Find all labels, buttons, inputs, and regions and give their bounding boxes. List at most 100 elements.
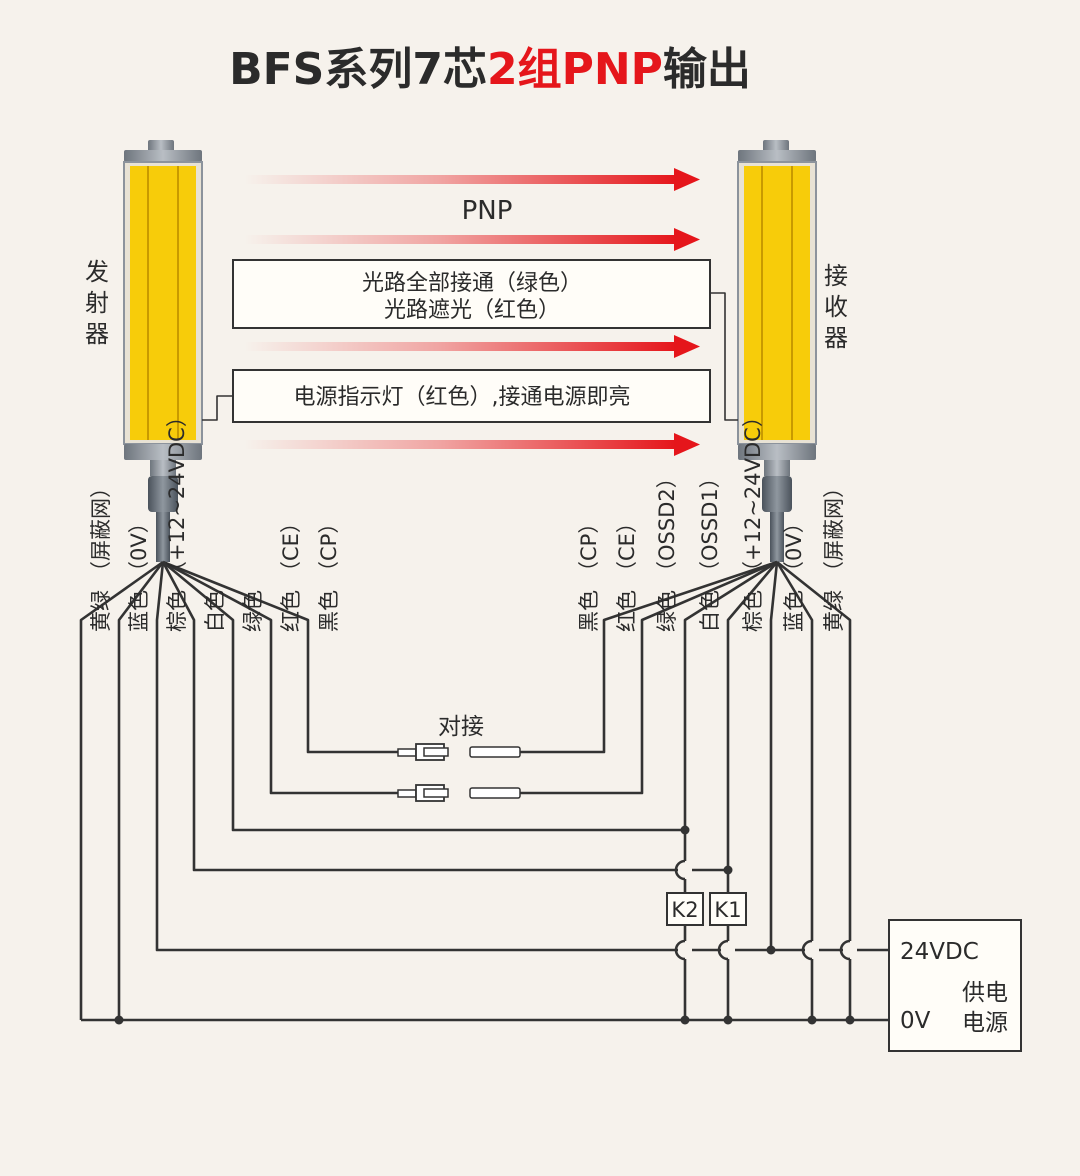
wire-color: 绿色 bbox=[655, 590, 679, 632]
receiver-cable bbox=[770, 512, 784, 562]
emitter-wire-label-3: 棕色 （+12~24VDC） bbox=[165, 406, 189, 632]
emitter-wire-label-2: 蓝色 （0V） bbox=[127, 512, 151, 632]
emitter-wire-white bbox=[161, 561, 728, 872]
emitter-wire-label-7: 黑色 （CP） bbox=[317, 513, 341, 632]
receiver-label-3: 器 bbox=[824, 324, 848, 352]
emitter-label-1: 发 bbox=[85, 258, 109, 286]
wire-color: 白色 bbox=[698, 590, 722, 632]
emitter-label-2: 射 bbox=[85, 289, 109, 317]
wire-signal: （0V） bbox=[782, 512, 806, 582]
emitter-wire-shield bbox=[79, 560, 164, 1020]
receiver-connector bbox=[762, 476, 792, 512]
wire-color: 蓝色 bbox=[127, 590, 151, 632]
receiver-wire-label-6: 蓝色 （0V） bbox=[782, 512, 806, 632]
beam-arrow-1 bbox=[244, 175, 676, 184]
receiver-label-2: 收 bbox=[824, 293, 848, 321]
emitter-connector bbox=[148, 476, 178, 512]
receiver-wire-label-4: 白色 （OSSD1） bbox=[698, 467, 722, 632]
title-part-1: BFS系列7芯 bbox=[229, 44, 487, 95]
wire-signal: （OSSD1） bbox=[698, 467, 722, 582]
power-indicator-text: 电源指示灯（红色）,接通电源即亮 bbox=[294, 385, 631, 410]
wire-color: 绿色 bbox=[241, 590, 265, 632]
status-line-1: 光路全部接通（绿色） bbox=[362, 271, 582, 296]
receiver-top-cap bbox=[763, 140, 789, 152]
beam-arrow-4 bbox=[244, 440, 676, 449]
emitter-wire-label-4: 白色 bbox=[203, 590, 227, 632]
wire-signal: （屏蔽网） bbox=[822, 477, 846, 582]
receiver-label-1: 接 bbox=[824, 262, 848, 290]
page-title: BFS系列7芯2组PNP输出 bbox=[229, 44, 751, 95]
emitter-lens bbox=[130, 166, 196, 440]
emitter-label-3: 器 bbox=[85, 320, 109, 348]
wire-signal: （0V） bbox=[127, 512, 151, 582]
receiver-wire-label-2: 红色（CE） bbox=[615, 512, 639, 632]
crossover-hops bbox=[674, 859, 857, 961]
emitter-wire-label-5: 绿色 bbox=[241, 590, 265, 632]
title-part-2: 2组PNP bbox=[487, 44, 663, 95]
supply-name-2: 电源 bbox=[962, 1010, 1008, 1036]
wire-color: 红色 bbox=[279, 590, 303, 632]
wire-color: 黄绿 bbox=[89, 590, 113, 632]
wire-color: 黄绿 bbox=[822, 590, 846, 632]
docking-plug-ce bbox=[397, 784, 521, 802]
emitter-wire-label-1: 黄绿 （屏蔽网） bbox=[89, 477, 113, 632]
wiring bbox=[79, 560, 888, 1025]
receiver-wire-0v bbox=[775, 561, 814, 1020]
relay-k1-label: K1 bbox=[714, 898, 741, 922]
relay-k2 bbox=[666, 892, 704, 926]
supply-24vdc-label: 24VDC bbox=[900, 939, 979, 965]
wire-signal: （CE） bbox=[279, 512, 303, 582]
wire-color: 棕色 bbox=[741, 590, 765, 632]
wire-color: 黑色 bbox=[317, 590, 341, 632]
beam-arrows bbox=[244, 168, 700, 456]
wire-signal: （OSSD2） bbox=[655, 467, 679, 582]
emitter-wire-0v bbox=[117, 561, 165, 1020]
receiver-device bbox=[737, 140, 817, 562]
docking-plug-cp bbox=[397, 743, 521, 761]
receiver-wire-label-7: 黄绿 （屏蔽网） bbox=[822, 477, 846, 632]
wire-signal: （CP） bbox=[577, 513, 601, 582]
relay-k2-label: K2 bbox=[671, 898, 698, 922]
wire-signal: （CE） bbox=[615, 512, 639, 582]
emitter-top-flange bbox=[124, 150, 202, 162]
wire-color: 白色 bbox=[203, 590, 227, 632]
receiver-bottom-flange bbox=[738, 444, 816, 460]
wire-color: 黑色 bbox=[577, 590, 601, 632]
status-indicator-box bbox=[232, 259, 711, 329]
wire-signal: （屏蔽网） bbox=[89, 477, 113, 582]
receiver-wire-label-3: 绿色 （OSSD2） bbox=[655, 467, 679, 632]
receiver-wire-label-5: 棕色 （+12~24VDC） bbox=[741, 406, 765, 632]
supply-name-1: 供电 bbox=[962, 980, 1008, 1006]
emitter-wire-ce bbox=[162, 560, 398, 795]
receiver-lens bbox=[744, 166, 810, 440]
receiver-wire-cp bbox=[520, 560, 778, 754]
receiver-wire-label-1: 黑色 （CP） bbox=[577, 513, 601, 632]
docking-label: 对接 bbox=[438, 714, 484, 740]
supply-0v-label: 0V bbox=[900, 1008, 931, 1034]
power-callout-line bbox=[202, 395, 233, 421]
emitter-wire-green bbox=[162, 560, 685, 832]
receiver-top-flange bbox=[738, 150, 816, 162]
pnp-label: PNP bbox=[462, 196, 513, 226]
emitter-device bbox=[123, 140, 203, 562]
emitter-wire-label-6: 红色 （CE） bbox=[279, 512, 303, 632]
emitter-cable bbox=[156, 512, 170, 562]
receiver-wire-supply bbox=[769, 561, 779, 950]
wire-color: 蓝色 bbox=[782, 590, 806, 632]
receiver-wire-ossd1 bbox=[726, 561, 778, 1020]
receiver-wire-ce bbox=[520, 560, 778, 795]
wire-signal: （CP） bbox=[317, 513, 341, 582]
receiver-wire-shield bbox=[776, 560, 852, 1020]
wire-signal: （+12~24VDC） bbox=[741, 406, 765, 582]
wire-signal: （+12~24VDC） bbox=[165, 406, 189, 582]
docking-connectors bbox=[397, 743, 521, 802]
beam-arrow-2 bbox=[244, 235, 676, 244]
relay-k1 bbox=[709, 892, 747, 926]
power-supply-box bbox=[888, 919, 1022, 1052]
beam-arrow-3 bbox=[244, 342, 676, 351]
wire-color: 棕色 bbox=[165, 590, 189, 632]
emitter-wire-cp bbox=[162, 560, 398, 754]
emitter-top-cap bbox=[148, 140, 174, 152]
title-part-3: 输出 bbox=[663, 44, 751, 95]
